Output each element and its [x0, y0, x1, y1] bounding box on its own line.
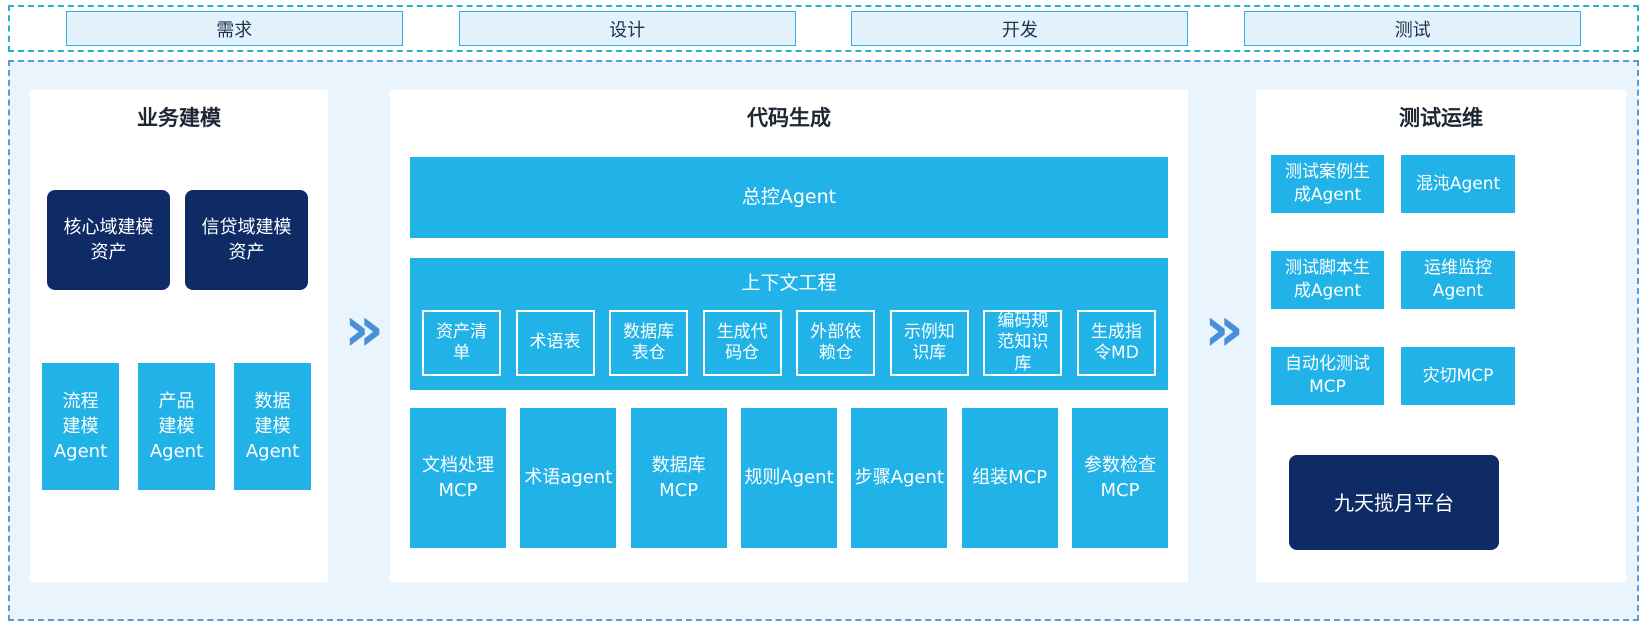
flow-arrow-icon: »: [343, 292, 385, 365]
context-engineering-title: 上下文工程: [741, 272, 837, 294]
context-items-row: 资产清单 术语表 数据库表仓 生成代码仓 外部依赖仓 示例知识库 编码规范知识库…: [422, 310, 1156, 376]
asset-row: 核心域建模资产 信贷域建模资产: [47, 190, 308, 290]
context-item-glossary: 术语表: [515, 310, 595, 376]
testops-box-auto-test-mcp: 自动化测试MCP: [1271, 347, 1384, 405]
testops-box-chaos-agent: 混沌Agent: [1401, 155, 1515, 213]
agent-box-product-modeling: 产品建模Agent: [138, 363, 215, 490]
test-ops-panel: 测试运维 测试案例生成Agent 混沌Agent 测试脚本生成Agent 运维监…: [1256, 90, 1626, 582]
context-item-example-kb: 示例知识库: [889, 310, 969, 376]
asset-box-core-domain: 核心域建模资产: [47, 190, 170, 290]
phase-strip: 需求 设计 开发 测试: [8, 5, 1639, 52]
main-container: 业务建模 核心域建模资产 信贷域建模资产 流程建模Agent 产品建模Agent…: [8, 60, 1639, 621]
tool-box-rule-agent: 规则Agent: [740, 408, 837, 548]
agent-box-data-modeling: 数据建模Agent: [234, 363, 311, 490]
tool-box-terminology-agent: 术语agent: [520, 408, 617, 548]
context-item-coding-standard-kb: 编码规范知识库: [983, 310, 1063, 376]
tool-box-doc-processing-mcp: 文档处理MCP: [410, 408, 506, 548]
context-item-gen-code-repo: 生成代码仓: [702, 310, 782, 376]
context-engineering-section: 上下文工程 资产清单 术语表 数据库表仓 生成代码仓 外部依赖仓 示例知识库 编…: [410, 258, 1168, 390]
business-panel-title: 业务建模: [137, 106, 221, 130]
testops-grid: 测试案例生成Agent 混沌Agent 测试脚本生成Agent 运维监控Agen…: [1271, 155, 1515, 405]
testops-box-disaster-switch-mcp: 灾切MCP: [1401, 347, 1515, 405]
code-generation-panel: 代码生成 总控Agent 上下文工程 资产清单 术语表 数据库表仓 生成代码仓 …: [390, 90, 1188, 582]
flow-arrow-icon: »: [1203, 292, 1245, 365]
tool-box-assembly-mcp: 组装MCP: [961, 408, 1058, 548]
testops-box-testcase-gen-agent: 测试案例生成Agent: [1271, 155, 1384, 213]
phase-box-requirements: 需求: [65, 11, 403, 46]
context-item-asset-list: 资产清单: [422, 310, 501, 376]
master-agent-bar: 总控Agent: [410, 157, 1168, 238]
tools-row: 文档处理MCP 术语agent 数据库MCP 规则Agent 步骤Agent 组…: [410, 408, 1168, 548]
codegen-panel-title: 代码生成: [747, 106, 831, 130]
phase-box-development: 开发: [851, 11, 1189, 46]
asset-box-credit-domain: 信贷域建模资产: [185, 190, 308, 290]
tool-box-param-check-mcp: 参数检查MCP: [1071, 408, 1168, 548]
testops-panel-title: 测试运维: [1399, 106, 1483, 130]
tool-box-step-agent: 步骤Agent: [851, 408, 948, 548]
phase-box-testing: 测试: [1244, 11, 1582, 46]
testops-box-testscript-gen-agent: 测试脚本生成Agent: [1271, 251, 1384, 309]
platform-box-jiutian-lanyue: 九天揽月平台: [1289, 455, 1499, 550]
context-item-db-table-repo: 数据库表仓: [609, 310, 689, 376]
context-item-ext-dependency-repo: 外部依赖仓: [796, 310, 876, 376]
testops-box-ops-monitor-agent: 运维监控Agent: [1401, 251, 1515, 309]
context-item-gen-instruction-md: 生成指令MD: [1076, 310, 1156, 376]
tool-box-database-mcp: 数据库MCP: [630, 408, 727, 548]
agent-box-process-modeling: 流程建模Agent: [42, 363, 119, 490]
agent-row: 流程建模Agent 产品建模Agent 数据建模Agent: [42, 363, 311, 490]
phase-box-design: 设计: [458, 11, 796, 46]
business-modeling-panel: 业务建模 核心域建模资产 信贷域建模资产 流程建模Agent 产品建模Agent…: [30, 90, 328, 582]
